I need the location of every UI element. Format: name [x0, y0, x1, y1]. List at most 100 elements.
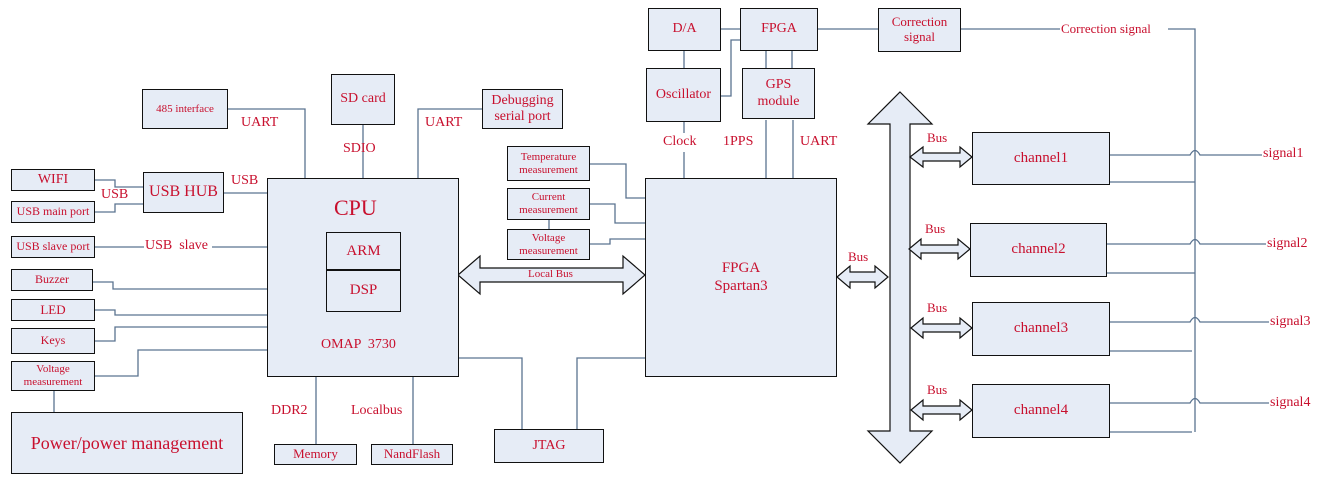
- wifi-label: WIFI: [37, 171, 69, 187]
- box-correction-signal: Correction signal: [878, 8, 961, 52]
- voltage-right-label: Voltage measurement: [519, 231, 578, 257]
- label-signal4: signal4: [1270, 395, 1311, 410]
- fpga-main-label: FPGA: [721, 260, 761, 277]
- cpu-model: OMAP 3730: [321, 337, 396, 352]
- box-sd-card: SD card: [331, 74, 395, 125]
- wire-volt-fpga: [590, 238, 645, 245]
- bus-arrow-fpga: [836, 264, 889, 290]
- wire-keys: [95, 326, 267, 342]
- label-local-bus-arrow: Local Bus: [528, 268, 573, 280]
- box-led: LED: [11, 299, 95, 321]
- box-usb-main-port: USB main port: [11, 201, 95, 223]
- channel2-label: channel2: [1011, 241, 1066, 258]
- debug-label: Debugging serial port: [491, 92, 554, 124]
- box-voltage-measurement-left: Voltage measurement: [11, 361, 95, 391]
- label-usb-hub: USB: [231, 173, 259, 188]
- label-localbus: Localbus: [351, 403, 403, 418]
- nandflash-label: NandFlash: [383, 446, 441, 462]
- wire-led: [95, 309, 267, 316]
- box-power-management: Power/power management: [11, 412, 243, 474]
- correction-box-label: Correction signal: [891, 14, 948, 44]
- label-bus-fpga: Bus: [848, 249, 869, 264]
- label-usb-left: USB: [101, 187, 129, 202]
- keys-label: Keys: [40, 333, 66, 348]
- box-voltage-measurement-right: Voltage measurement: [507, 229, 590, 260]
- wire-ch2-signal: [1107, 238, 1266, 245]
- box-da: D/A: [648, 8, 721, 51]
- box-485-interface: 485 interface: [142, 89, 228, 129]
- label-clock: Clock: [663, 134, 697, 149]
- box-jtag: JTAG: [494, 429, 604, 463]
- box-temperature-measurement: Temperature measurement: [507, 146, 590, 181]
- bus-arrow-ch4: [910, 398, 973, 422]
- box-arm: ARM: [326, 232, 401, 271]
- box-485-label: 485 interface: [156, 102, 214, 115]
- label-bus1: Bus: [927, 130, 948, 145]
- box-memory: Memory: [274, 444, 357, 465]
- bus-arrow-ch1: [909, 145, 973, 169]
- box-debugging-serial-port: Debugging serial port: [482, 89, 563, 129]
- fpga-top-label: FPGA: [761, 21, 797, 37]
- fpga-sub-label: Spartan3: [714, 277, 768, 294]
- vertical-bus-arrow: [866, 91, 934, 464]
- label-signal1: signal1: [1263, 146, 1304, 161]
- wire-buzzer: [93, 281, 267, 290]
- label-signal2: signal2: [1267, 236, 1308, 251]
- label-bus4: Bus: [927, 382, 948, 397]
- box-dsp: DSP: [326, 269, 401, 312]
- box-usb-slave-port: USB slave port: [11, 236, 95, 258]
- label-uart-gps: UART: [800, 134, 838, 149]
- arm-label: ARM: [346, 242, 381, 259]
- usb-slave-label: USB slave port: [16, 239, 90, 254]
- wire-ch1-signal: [1110, 149, 1262, 156]
- wire-485-cpu: [228, 108, 306, 178]
- usb-main-label: USB main port: [16, 204, 90, 219]
- label-bus2: Bus: [925, 221, 946, 236]
- oscillator-label: Oscillator: [655, 86, 712, 102]
- label-usb-slave: USB slave: [144, 238, 209, 254]
- label-uart-485: UART: [241, 115, 279, 130]
- channel3-label: channel3: [1013, 320, 1069, 337]
- box-channel4: channel4: [972, 384, 1110, 438]
- box-fpga-spartan3: FPGA Spartan3: [645, 178, 837, 377]
- wire-osc-fpgatop: [721, 39, 740, 97]
- wire-current-fpga: [590, 203, 645, 224]
- label-correction-signal: Correction signal: [1061, 21, 1151, 36]
- jtag-label: JTAG: [532, 437, 566, 453]
- voltage-left-label: Voltage measurement: [23, 363, 83, 388]
- box-fpga-top: FPGA: [740, 8, 818, 51]
- box-current-measurement: Current measurement: [507, 188, 590, 220]
- wire-ch3-signal: [1110, 316, 1269, 323]
- channel4-label: channel4: [1013, 402, 1069, 419]
- box-oscillator: Oscillator: [646, 68, 721, 122]
- box-channel2: channel2: [970, 223, 1107, 277]
- dsp-label: DSP: [349, 281, 378, 298]
- box-channel3: channel3: [972, 302, 1110, 356]
- label-sdio: SDIO: [343, 141, 376, 156]
- usb-hub-label: USB HUB: [149, 183, 218, 201]
- wire-voltleft: [95, 349, 267, 377]
- wire-ch4-signal: [1110, 397, 1269, 404]
- current-label: Current measurement: [519, 191, 578, 216]
- label-bus3: Bus: [927, 300, 948, 315]
- wire-cpu-jtag: [458, 357, 523, 429]
- label-uart-debug: UART: [425, 115, 463, 130]
- box-keys: Keys: [11, 328, 95, 354]
- box-cpu: CPU ARM DSP OMAP 3730: [267, 178, 459, 377]
- sd-card-label: SD card: [340, 91, 386, 107]
- label-ddr2: DDR2: [271, 403, 308, 418]
- box-gps-module: GPS module: [742, 68, 815, 119]
- wire-correction-b: [1168, 28, 1196, 432]
- power-label: Power/power management: [30, 432, 224, 453]
- led-label: LED: [40, 301, 66, 317]
- bus-arrow-ch2: [908, 237, 971, 261]
- label-signal3: signal3: [1270, 314, 1311, 329]
- wire-debug-cpu: [417, 108, 482, 178]
- memory-label: Memory: [293, 446, 338, 462]
- box-buzzer: Buzzer: [11, 269, 93, 291]
- buzzer-label: Buzzer: [35, 272, 69, 287]
- bus-arrow-ch3: [910, 316, 973, 340]
- channel1-label: channel1: [1013, 149, 1069, 166]
